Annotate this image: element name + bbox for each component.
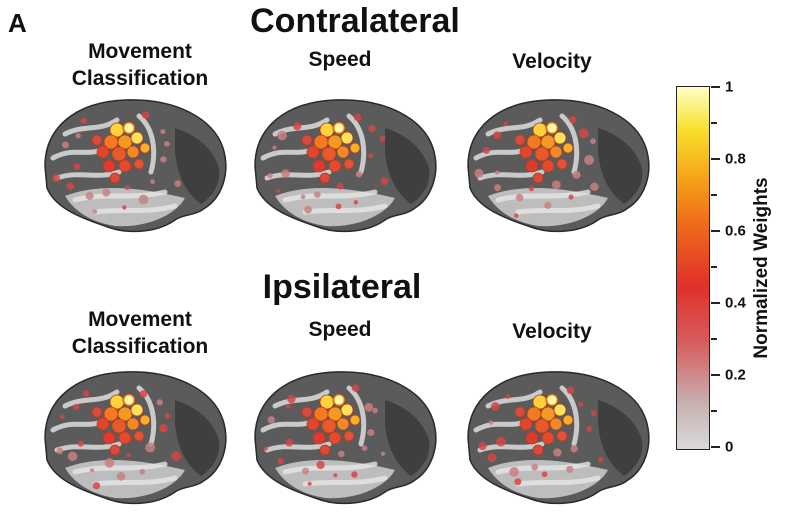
colorbar-minor-tick	[711, 266, 717, 268]
panel-title-movement-classification-contra: Movement Classification	[40, 38, 240, 92]
brain-contra-velocity	[467, 99, 650, 233]
colorbar-tick	[711, 230, 720, 232]
brain-ipsi-movement-classification	[44, 371, 227, 505]
colorbar-tick-label: 0.4	[725, 294, 746, 312]
panel-title-line2: Classification	[71, 67, 209, 90]
panel-letter: A	[8, 8, 27, 38]
brain-ipsi-velocity	[467, 371, 650, 505]
colorbar-minor-tick	[711, 410, 717, 412]
panel-title-line1: Movement	[88, 40, 192, 63]
brain-ipsi-speed	[254, 371, 437, 505]
colorbar-tick-label: 0.2	[725, 366, 746, 384]
brain-contra-speed	[254, 99, 437, 233]
colorbar-tick-label: 1	[725, 78, 734, 96]
colorbar-tick	[711, 302, 720, 304]
section-title-ipsilateral: Ipsilateral	[262, 268, 422, 306]
colorbar-minor-tick	[711, 338, 717, 340]
section-title-contralateral: Contralateral	[250, 2, 460, 40]
panel-title-line2: Classification	[71, 335, 209, 358]
brain-contra-movement-classification	[44, 99, 227, 233]
colorbar-tick-label: 0.8	[725, 150, 746, 168]
colorbar-tick	[711, 86, 720, 88]
colorbar: 1 0.8 0.6 0.4 0.2 0	[676, 79, 746, 456]
panel-title-velocity-contra: Velocity	[512, 50, 592, 73]
colorbar-minor-tick	[711, 122, 717, 124]
colorbar-tick-label: 0.6	[725, 222, 746, 240]
colorbar-tick	[711, 158, 720, 160]
colorbar-tick	[711, 446, 720, 448]
colorbar-minor-tick	[711, 194, 717, 196]
panel-title-velocity-ipsi: Velocity	[512, 320, 592, 343]
panel-title-speed-contra: Speed	[308, 48, 372, 71]
colorbar-tick-label: 0	[725, 438, 734, 456]
panel-title-line1: Movement	[88, 308, 192, 331]
panel-title-speed-ipsi: Speed	[308, 318, 372, 341]
colorbar-label: Normalized Weights	[751, 177, 772, 359]
panel-title-movement-classification-ipsi: Movement Classification	[40, 306, 240, 360]
colorbar-tick	[711, 374, 720, 376]
